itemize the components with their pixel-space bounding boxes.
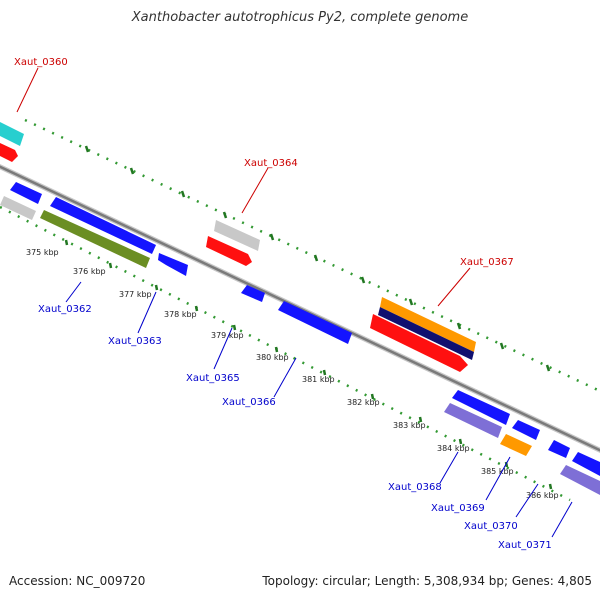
leader-line	[273, 357, 297, 398]
tick-label: 378 kbp	[164, 310, 197, 319]
leader-line	[137, 291, 157, 334]
feature-orange-0369[interactable]	[500, 434, 532, 456]
leader-line	[439, 451, 459, 484]
upper-ticks	[84, 145, 551, 372]
gene-label[interactable]: Xaut_0369	[431, 503, 485, 514]
gene-label[interactable]: Xaut_0362	[38, 304, 92, 315]
feature-navy-0367[interactable]	[378, 307, 474, 360]
leader-line	[437, 267, 471, 307]
tick-label: 386 kbp	[526, 491, 559, 500]
gene-label[interactable]: Xaut_0364	[244, 158, 298, 169]
lower-ticks	[64, 239, 553, 490]
feature-blue-arrow-b[interactable]	[512, 420, 540, 440]
reverse-gene-labels: Xaut_0362 Xaut_0363 Xaut_0365 Xaut_0366 …	[38, 281, 573, 551]
lower-dotted-guide	[0, 205, 571, 502]
feature-blue-0365[interactable]	[241, 285, 265, 302]
feature-blue-0371a[interactable]	[572, 452, 600, 476]
gene-label[interactable]: Xaut_0370	[464, 521, 518, 532]
genome-backbone	[0, 163, 600, 454]
tick-label: 382 kbp	[347, 398, 380, 407]
leader-line	[551, 501, 573, 538]
feature-gray-left[interactable]	[0, 196, 36, 220]
gene-label[interactable]: Xaut_0367	[460, 257, 514, 268]
gene-label[interactable]: Xaut_0365	[186, 373, 240, 384]
tick-label: 379 kbp	[211, 331, 244, 340]
leader-line	[515, 483, 539, 518]
feature-blue-0366[interactable]	[278, 301, 352, 344]
leader-line	[485, 456, 511, 501]
feature-blue-arrow-a[interactable]	[158, 253, 188, 276]
feature-olive-0363[interactable]	[40, 210, 150, 268]
feature-orange-0367[interactable]	[380, 297, 476, 352]
feature-red-0364[interactable]	[206, 236, 252, 266]
tick-label: 376 kbp	[73, 267, 106, 276]
gene-label[interactable]: Xaut_0363	[108, 336, 162, 347]
map-title: Xanthobacter autotrophicus Py2, complete…	[131, 10, 469, 25]
tick-label: 377 kbp	[119, 290, 152, 299]
tick-label: 383 kbp	[393, 421, 426, 430]
tick-label: 385 kbp	[481, 467, 514, 476]
kbp-tick-labels: 375 kbp 376 kbp 377 kbp 378 kbp 379 kbp …	[26, 248, 559, 500]
tick-label: 384 kbp	[437, 444, 470, 453]
upper-dotted-guide	[24, 118, 600, 393]
feature-cyan[interactable]	[0, 122, 24, 146]
gene-label[interactable]: Xaut_0360	[14, 57, 68, 68]
feature-blue-0362[interactable]	[50, 197, 156, 254]
feature-blue-0370[interactable]	[548, 440, 570, 458]
reverse-features	[0, 182, 600, 495]
tick-label: 380 kbp	[256, 353, 289, 362]
feature-lavender-0368[interactable]	[444, 403, 502, 438]
gene-label[interactable]: Xaut_0366	[222, 397, 276, 408]
forward-features	[0, 122, 476, 372]
leader-line	[241, 167, 269, 214]
feature-red-0367[interactable]	[370, 314, 468, 372]
tick-label: 381 kbp	[302, 375, 335, 384]
forward-gene-labels: Xaut_0360 Xaut_0364 Xaut_0367	[14, 57, 514, 307]
gene-label[interactable]: Xaut_0371	[498, 540, 552, 551]
leader-line	[213, 327, 233, 370]
accession-text: Accession: NC_009720	[9, 574, 146, 588]
topology-text: Topology: circular; Length: 5,308,934 bp…	[262, 574, 592, 588]
feature-red-0360[interactable]	[0, 143, 18, 162]
leader-line	[16, 67, 39, 113]
leader-line	[65, 281, 82, 303]
feature-blue-small-left[interactable]	[10, 182, 42, 204]
gene-label[interactable]: Xaut_0368	[388, 482, 442, 493]
tick-label: 375 kbp	[26, 248, 59, 257]
feature-lavender-0371[interactable]	[560, 465, 600, 495]
feature-blue-0368[interactable]	[452, 390, 510, 425]
feature-gray-0364[interactable]	[214, 220, 260, 251]
